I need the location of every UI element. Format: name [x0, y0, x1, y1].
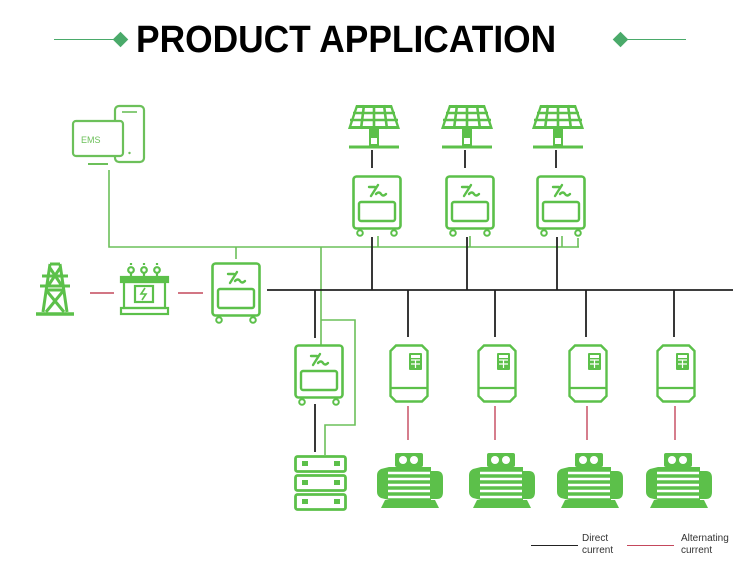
transformer-icon	[119, 263, 170, 316]
legend-dc-label: Direct current	[582, 533, 613, 557]
vfd-drive-icon	[568, 344, 608, 403]
header: PRODUCT APPLICATION	[0, 14, 750, 64]
vfd-drive-icon	[656, 344, 696, 403]
comm-lines	[108, 170, 579, 455]
grid-inverter-icon	[211, 262, 261, 325]
pv-inverter-icon	[352, 175, 402, 238]
power-tower-icon	[36, 262, 74, 316]
solar-panel-icon	[439, 103, 495, 149]
legend-dc-line1: Direct	[582, 533, 609, 544]
page-title: PRODUCT APPLICATION	[136, 19, 557, 61]
storage-inverter-icon	[294, 344, 344, 407]
pv-inverter-icon	[536, 175, 586, 238]
legend-dc-swatch	[531, 545, 578, 546]
dc-lines	[267, 150, 733, 452]
legend-ac-line1: Alternating	[681, 533, 729, 544]
ems-label: EMS	[81, 135, 101, 145]
motor-icon	[375, 451, 445, 510]
legend-ac-label: Alternating current	[681, 533, 729, 557]
pv-inverter-icon	[445, 175, 495, 238]
solar-panel-icon	[530, 103, 586, 149]
vfd-drive-icon	[389, 344, 429, 403]
battery-rack-icon	[294, 455, 347, 511]
comm-to-battery	[321, 319, 356, 455]
vfd-drive-icon	[477, 344, 517, 403]
ems-comm-bus	[108, 170, 579, 248]
legend-ac-line2: current	[681, 545, 713, 556]
comm-to-pv-inverters	[377, 236, 579, 247]
motor-icon	[555, 451, 625, 510]
motor-icon	[467, 451, 537, 510]
legend-dc-line2: current	[582, 545, 614, 556]
legend-ac-swatch	[627, 545, 674, 546]
ems-monitor-tablet-icon: EMS	[71, 104, 146, 165]
ac-lines	[90, 292, 676, 440]
solar-panel-icon	[346, 103, 402, 149]
header-right-rule	[626, 39, 686, 40]
motor-icon	[644, 451, 714, 510]
header-left-rule	[54, 39, 116, 40]
